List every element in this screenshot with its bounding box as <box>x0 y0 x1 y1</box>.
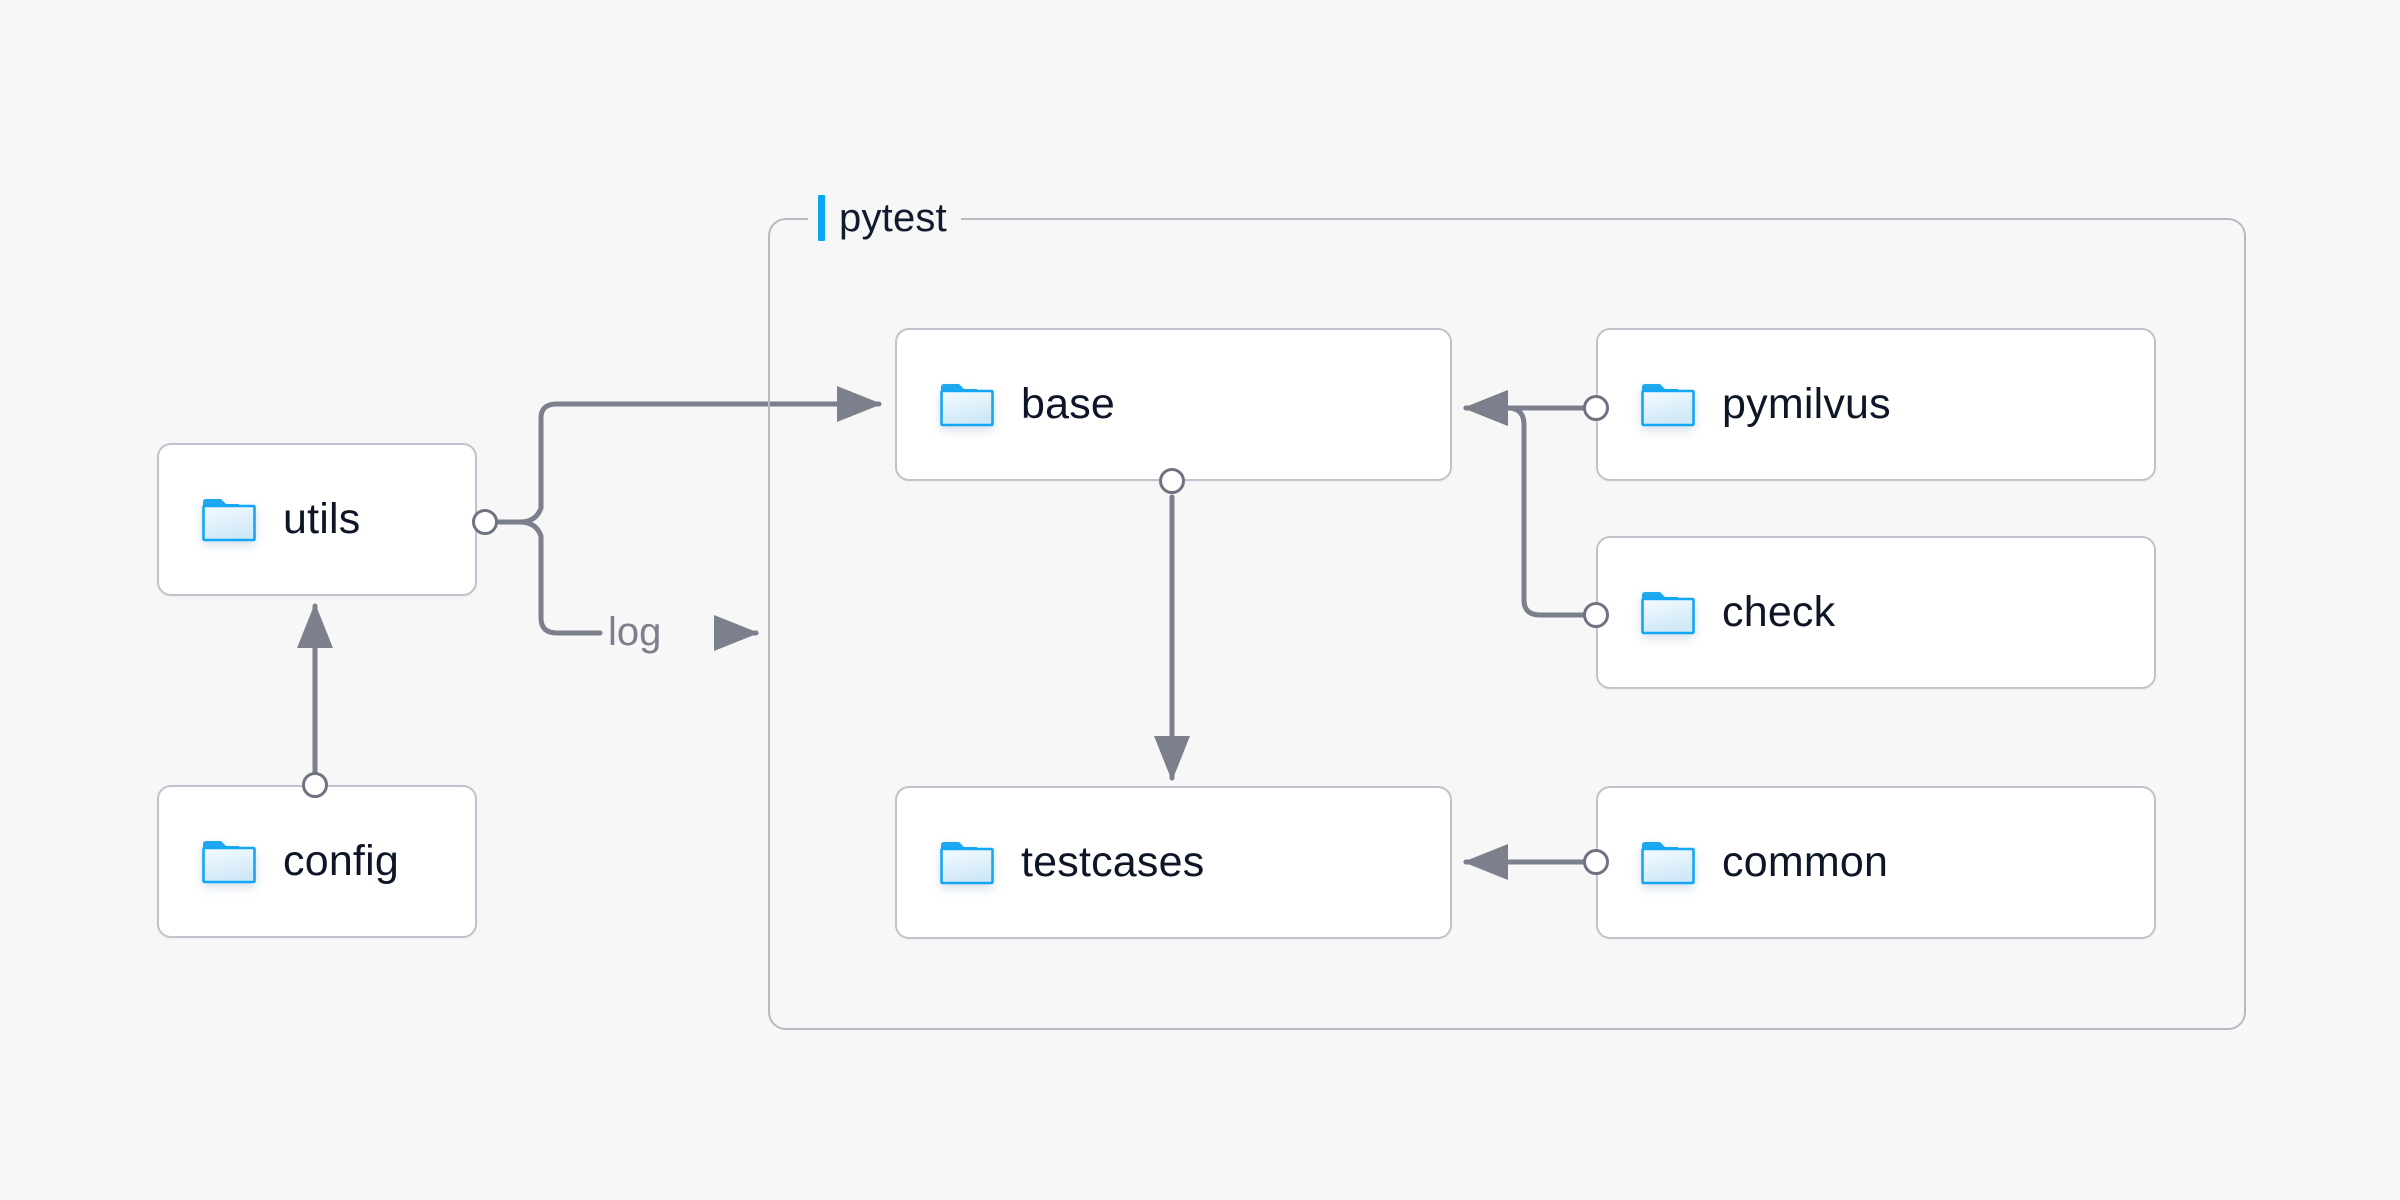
port-config-top[interactable] <box>302 772 328 798</box>
port-utils-right[interactable] <box>472 509 498 535</box>
node-common-content: common <box>1598 839 1888 887</box>
node-base-content: base <box>897 381 1115 429</box>
node-utils-label: utils <box>283 495 361 543</box>
node-testcases-content: testcases <box>897 839 1204 887</box>
node-pymilvus[interactable]: pymilvus <box>1596 328 2156 481</box>
node-testcases[interactable]: testcases <box>895 786 1452 939</box>
node-config-content: config <box>159 838 399 886</box>
node-pymilvus-content: pymilvus <box>1598 381 1891 429</box>
node-pymilvus-label: pymilvus <box>1722 380 1891 428</box>
group-title-label: pytest <box>839 196 947 240</box>
pytest-group-container[interactable] <box>768 218 2246 1030</box>
node-utils[interactable]: utils <box>157 443 477 596</box>
port-check-left[interactable] <box>1583 602 1609 628</box>
node-check[interactable]: check <box>1596 536 2156 689</box>
node-utils-content: utils <box>159 496 360 544</box>
node-base-label: base <box>1021 380 1116 428</box>
folder-icon <box>1641 591 1695 634</box>
node-common[interactable]: common <box>1596 786 2156 939</box>
edge-utils-log <box>482 519 603 636</box>
node-config-label: config <box>283 837 399 885</box>
node-base[interactable]: base <box>895 328 1452 481</box>
port-pymilvus-left[interactable] <box>1583 395 1609 421</box>
pytest-group-title: pytest <box>808 195 961 241</box>
folder-icon <box>202 840 256 883</box>
node-check-label: check <box>1722 588 1836 636</box>
folder-icon <box>202 498 256 541</box>
folder-icon <box>940 383 994 426</box>
node-config[interactable]: config <box>157 785 477 938</box>
folder-icon <box>940 841 994 884</box>
port-common-left[interactable] <box>1583 849 1609 875</box>
port-base-bottom[interactable] <box>1159 468 1185 494</box>
edge-label-log: log <box>608 610 662 654</box>
folder-icon <box>1641 841 1695 884</box>
group-accent-bar <box>818 195 825 241</box>
node-check-content: check <box>1598 589 1835 637</box>
node-common-label: common <box>1722 838 1889 886</box>
folder-icon <box>1641 383 1695 426</box>
node-testcases-label: testcases <box>1021 838 1205 886</box>
